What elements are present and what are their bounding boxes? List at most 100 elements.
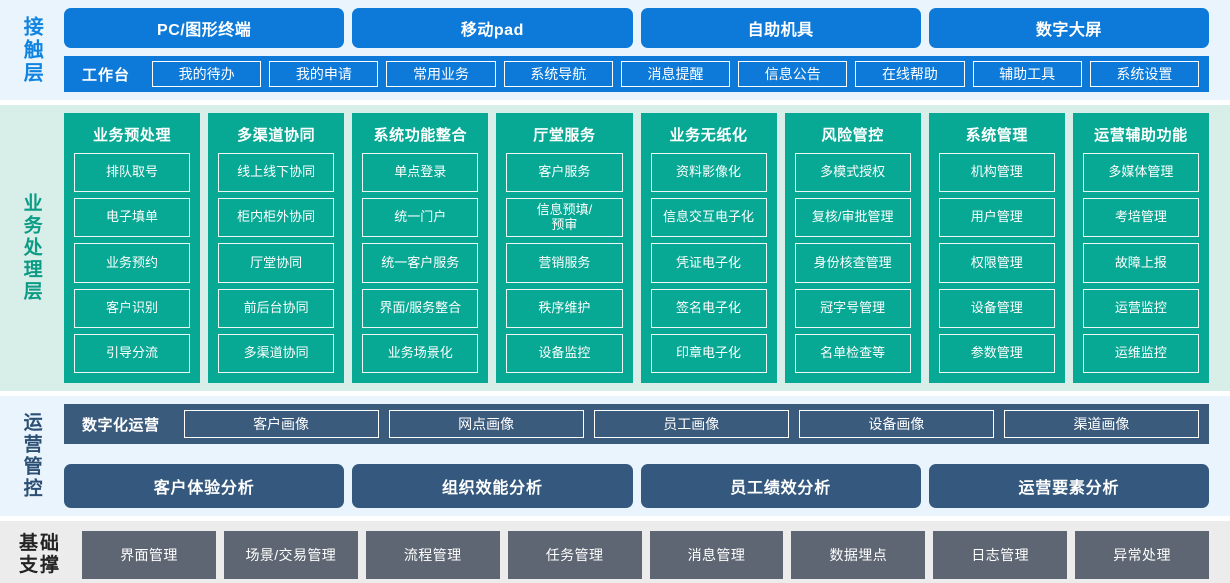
portrait-item-channel[interactable]: 渠道画像 — [1003, 410, 1199, 438]
channel-button-mobile-pad[interactable]: 移动pad — [352, 8, 633, 48]
base-support-row: 界面管理 场景/交易管理 流程管理 任务管理 消息管理 数据埋点 日志管理 异常… — [82, 531, 1209, 579]
base-item-interface-management[interactable]: 界面管理 — [82, 531, 216, 579]
workbench-item-my-todo[interactable]: 我的待办 — [152, 61, 262, 87]
column-item[interactable]: 复核/审批管理 — [794, 198, 911, 238]
column-item[interactable]: 电子填单 — [74, 198, 191, 238]
portrait-item-device[interactable]: 设备画像 — [798, 410, 994, 438]
workbench-item-system-settings[interactable]: 系统设置 — [1089, 61, 1199, 87]
business-column-risk-control: 风险管控 多模式授权 复核/审批管理 身份核查管理 冠字号管理 名单检查等 — [784, 113, 921, 383]
column-item[interactable]: 权限管理 — [938, 243, 1055, 283]
column-item[interactable]: 运维监控 — [1082, 333, 1199, 374]
column-item[interactable]: 信息预填/ 预审 — [506, 198, 623, 238]
column-item[interactable]: 身份核查管理 — [794, 243, 911, 283]
column-item[interactable]: 业务预约 — [74, 243, 191, 283]
column-item[interactable]: 统一客户服务 — [362, 243, 479, 283]
column-item[interactable]: 多模式授权 — [794, 153, 911, 193]
column-item[interactable]: 柜内柜外协同 — [218, 198, 335, 238]
column-item[interactable]: 资料影像化 — [650, 153, 767, 193]
layer-label-contact-text: 接触层 — [20, 15, 43, 85]
business-column-paperless: 业务无纸化 资料影像化 信息交互电子化 凭证电子化 签名电子化 印章电子化 — [640, 113, 777, 383]
workbench-item-common-business[interactable]: 常用业务 — [386, 61, 496, 87]
layer-label-contact: 接触层 — [0, 0, 62, 100]
workbench-item-information-notice[interactable]: 信息公告 — [738, 61, 848, 87]
column-item[interactable]: 界面/服务整合 — [362, 288, 479, 328]
column-item-list: 单点登录 统一门户 统一客户服务 界面/服务整合 业务场景化 — [362, 153, 479, 374]
column-item[interactable]: 排队取号 — [74, 153, 191, 193]
column-title: 风险管控 — [821, 127, 884, 144]
column-item[interactable]: 凭证电子化 — [650, 243, 767, 283]
business-column-lobby-service: 厅堂服务 客户服务 信息预填/ 预审 营销服务 秩序维护 设备监控 — [496, 113, 633, 383]
base-item-task-management[interactable]: 任务管理 — [507, 531, 642, 579]
base-item-message-management[interactable]: 消息管理 — [649, 531, 784, 579]
business-column-preprocessing: 业务预处理 排队取号 电子填单 业务预约 客户识别 引导分流 — [64, 113, 201, 383]
column-item[interactable]: 单点登录 — [362, 153, 479, 193]
column-item[interactable]: 业务场景化 — [362, 333, 479, 374]
analysis-button-operation-factors[interactable]: 运营要素分析 — [928, 464, 1209, 508]
analysis-button-row: 客户体验分析 组织效能分析 员工绩效分析 运营要素分析 — [64, 464, 1209, 508]
business-column-system-management: 系统管理 机构管理 用户管理 权限管理 设备管理 参数管理 — [928, 113, 1065, 383]
workbench-item-system-navigation[interactable]: 系统导航 — [503, 61, 613, 87]
base-item-process-management[interactable]: 流程管理 — [365, 531, 500, 579]
column-item[interactable]: 信息交互电子化 — [650, 198, 767, 238]
column-item[interactable]: 设备监控 — [506, 333, 623, 374]
column-item-list: 线上线下协同 柜内柜外协同 厅堂协同 前后台协同 多渠道协同 — [218, 153, 335, 374]
base-item-scenario-transaction-management[interactable]: 场景/交易管理 — [223, 531, 358, 579]
column-item[interactable]: 营销服务 — [506, 243, 623, 283]
base-item-exception-handling[interactable]: 异常处理 — [1075, 531, 1209, 579]
column-item-list: 机构管理 用户管理 权限管理 设备管理 参数管理 — [938, 153, 1055, 374]
workbench-item-my-application[interactable]: 我的申请 — [269, 61, 379, 87]
business-column-system-integration: 系统功能整合 单点登录 统一门户 统一客户服务 界面/服务整合 业务场景化 — [352, 113, 489, 383]
column-item[interactable]: 线上线下协同 — [218, 153, 335, 193]
layer-operations: 运营管控 数字化运营 客户画像 网点画像 员工画像 设备画像 渠道画像 客户体验… — [0, 396, 1230, 516]
column-title: 厅堂服务 — [533, 127, 596, 144]
channel-button-digital-screen[interactable]: 数字大屏 — [928, 8, 1209, 48]
layer-label-operations-text: 运营管控 — [20, 412, 42, 500]
column-item[interactable]: 冠字号管理 — [794, 288, 911, 328]
column-item[interactable]: 前后台协同 — [218, 288, 335, 328]
column-item[interactable]: 多媒体管理 — [1082, 153, 1199, 193]
business-column-grid: 业务预处理 排队取号 电子填单 业务预约 客户识别 引导分流 多渠道协同 线上线… — [64, 113, 1209, 383]
layer-label-business-text: 业务处理层 — [20, 193, 42, 303]
column-item[interactable]: 运营监控 — [1082, 288, 1199, 328]
band-gap-3 — [0, 516, 1230, 521]
analysis-button-customer-experience[interactable]: 客户体验分析 — [64, 464, 345, 508]
column-item[interactable]: 多渠道协同 — [218, 333, 335, 374]
column-item[interactable]: 用户管理 — [938, 198, 1055, 238]
base-item-data-tracking[interactable]: 数据埋点 — [791, 531, 926, 579]
portrait-item-branch[interactable]: 网点画像 — [388, 410, 584, 438]
channel-button-pc[interactable]: PC/图形终端 — [64, 8, 345, 48]
portrait-item-customer[interactable]: 客户画像 — [183, 410, 379, 438]
layer-operations-body: 数字化运营 客户画像 网点画像 员工画像 设备画像 渠道画像 客户体验分析 组织… — [62, 396, 1230, 516]
column-item[interactable]: 印章电子化 — [650, 333, 767, 374]
column-item[interactable]: 引导分流 — [74, 333, 191, 374]
analysis-button-employee-performance[interactable]: 员工绩效分析 — [640, 464, 921, 508]
column-item[interactable]: 设备管理 — [938, 288, 1055, 328]
column-item[interactable]: 秩序维护 — [506, 288, 623, 328]
digital-operations-title: 数字化运营 — [82, 416, 160, 434]
column-item-list: 资料影像化 信息交互电子化 凭证电子化 签名电子化 印章电子化 — [650, 153, 767, 374]
column-item[interactable]: 参数管理 — [938, 333, 1055, 374]
column-item[interactable]: 客户服务 — [506, 153, 623, 193]
column-item[interactable]: 签名电子化 — [650, 288, 767, 328]
column-item[interactable]: 名单检查等 — [794, 333, 911, 374]
business-column-operation-support: 运营辅助功能 多媒体管理 考培管理 故障上报 运营监控 运维监控 — [1072, 113, 1209, 383]
column-item[interactable]: 统一门户 — [362, 198, 479, 238]
workbench-item-message-reminder[interactable]: 消息提醒 — [620, 61, 731, 87]
column-item[interactable]: 考培管理 — [1082, 198, 1199, 238]
channel-button-self-service[interactable]: 自助机具 — [640, 8, 921, 48]
column-item[interactable]: 客户识别 — [74, 288, 191, 328]
business-column-multichannel: 多渠道协同 线上线下协同 柜内柜外协同 厅堂协同 前后台协同 多渠道协同 — [208, 113, 345, 383]
base-item-log-management[interactable]: 日志管理 — [933, 531, 1068, 579]
analysis-button-organizational-efficiency[interactable]: 组织效能分析 — [352, 464, 633, 508]
column-item[interactable]: 厅堂协同 — [218, 243, 335, 283]
column-item[interactable]: 机构管理 — [938, 153, 1055, 193]
layer-business-body: 业务预处理 排队取号 电子填单 业务预约 客户识别 引导分流 多渠道协同 线上线… — [62, 105, 1230, 391]
column-title: 业务无纸化 — [669, 127, 748, 144]
workbench-item-online-help[interactable]: 在线帮助 — [855, 61, 965, 87]
column-title: 多渠道协同 — [237, 127, 316, 144]
workbench-item-auxiliary-tools[interactable]: 辅助工具 — [972, 61, 1082, 87]
column-item[interactable]: 故障上报 — [1082, 243, 1199, 283]
column-title: 运营辅助功能 — [1094, 127, 1188, 144]
portrait-item-employee[interactable]: 员工画像 — [593, 410, 789, 438]
